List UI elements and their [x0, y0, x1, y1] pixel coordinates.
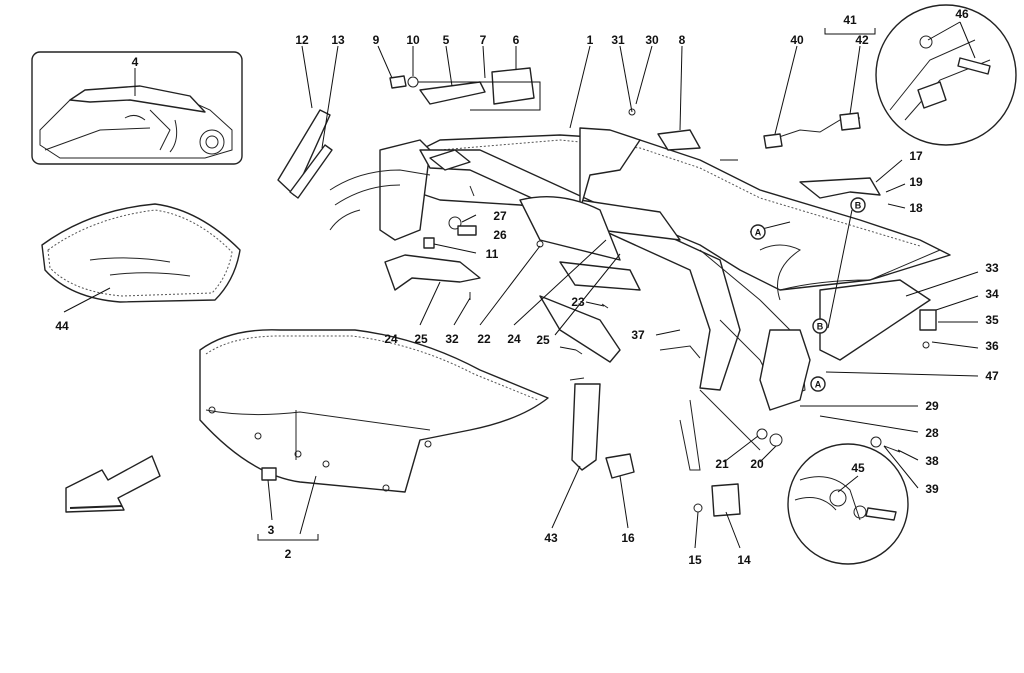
- callout-43: 43: [544, 531, 558, 545]
- callout-1: 1: [587, 33, 594, 47]
- storage-bag: [41, 203, 241, 303]
- callout-28: 28: [925, 426, 939, 440]
- marker-b-2-label: B: [817, 322, 824, 332]
- callout-24-left: 24: [384, 332, 398, 346]
- marker-a-1: [750, 224, 766, 240]
- callout-46: 46: [955, 7, 969, 21]
- callout-30: 30: [645, 33, 659, 47]
- callout-19: 19: [909, 175, 923, 189]
- callout-27: 27: [493, 209, 507, 223]
- tonneau-cover: [199, 329, 549, 493]
- callout-38: 38: [925, 454, 939, 468]
- callout-24-right: 24: [507, 332, 521, 346]
- callout-33: 33: [985, 261, 999, 275]
- callout-32: 32: [445, 332, 459, 346]
- callout-29: 29: [925, 399, 939, 413]
- detail-inset-46: [875, 4, 1017, 146]
- callout-47: 47: [985, 369, 999, 383]
- marker-b-1-label: B: [855, 201, 862, 211]
- callout-41: 41: [843, 13, 857, 27]
- marker-a-1-label: A: [755, 228, 762, 238]
- car-inset: [31, 51, 243, 165]
- front-direction-arrow: [65, 455, 161, 513]
- callout-7: 7: [480, 33, 487, 47]
- callout-6: 6: [513, 33, 520, 47]
- callout-45: 45: [851, 461, 865, 475]
- callout-34: 34: [985, 287, 999, 301]
- callout-11: 11: [486, 247, 499, 261]
- callout-14: 14: [737, 553, 751, 567]
- callout-12: 12: [295, 33, 309, 47]
- callout-20: 20: [750, 457, 764, 471]
- callout-21: 21: [715, 457, 729, 471]
- callout-40: 40: [790, 33, 804, 47]
- callout-25-right: 25: [536, 333, 550, 347]
- callout-15: 15: [688, 553, 702, 567]
- callout-42: 42: [855, 33, 869, 47]
- callout-8: 8: [679, 33, 686, 47]
- callout-13: 13: [331, 33, 345, 47]
- callout-44: 44: [55, 319, 69, 333]
- reference-markers: A A B B: [750, 197, 866, 392]
- callout-16: 16: [621, 531, 635, 545]
- callout-18: 18: [909, 201, 923, 215]
- callout-25-left: 25: [414, 332, 428, 346]
- callout-23: 23: [571, 295, 585, 309]
- callout-5: 5: [443, 33, 450, 47]
- callout-36: 36: [985, 339, 999, 353]
- marker-b-2: [812, 318, 828, 334]
- callout-2: 2: [285, 547, 292, 561]
- callout-labels: 4 12 13 9 10 5 7 6 1 31 30 8 40 41 42 46…: [55, 7, 999, 567]
- leader-lines: [63, 21, 979, 549]
- detail-inset-45: [787, 443, 909, 565]
- small-parts: [277, 67, 937, 517]
- callout-26: 26: [493, 228, 507, 242]
- callout-37: 37: [631, 328, 645, 342]
- callout-22: 22: [477, 332, 491, 346]
- callout-31: 31: [611, 33, 625, 47]
- callout-9: 9: [373, 33, 380, 47]
- callout-39: 39: [925, 482, 939, 496]
- marker-b-1: [850, 197, 866, 213]
- callout-35: 35: [985, 313, 999, 327]
- callout-3: 3: [268, 523, 275, 537]
- soft-top-frame: [329, 127, 951, 471]
- callout-10: 10: [406, 33, 420, 47]
- marker-a-2-label: A: [815, 380, 822, 390]
- callout-4: 4: [132, 55, 139, 69]
- marker-a-2: [810, 376, 826, 392]
- callout-17: 17: [909, 149, 923, 163]
